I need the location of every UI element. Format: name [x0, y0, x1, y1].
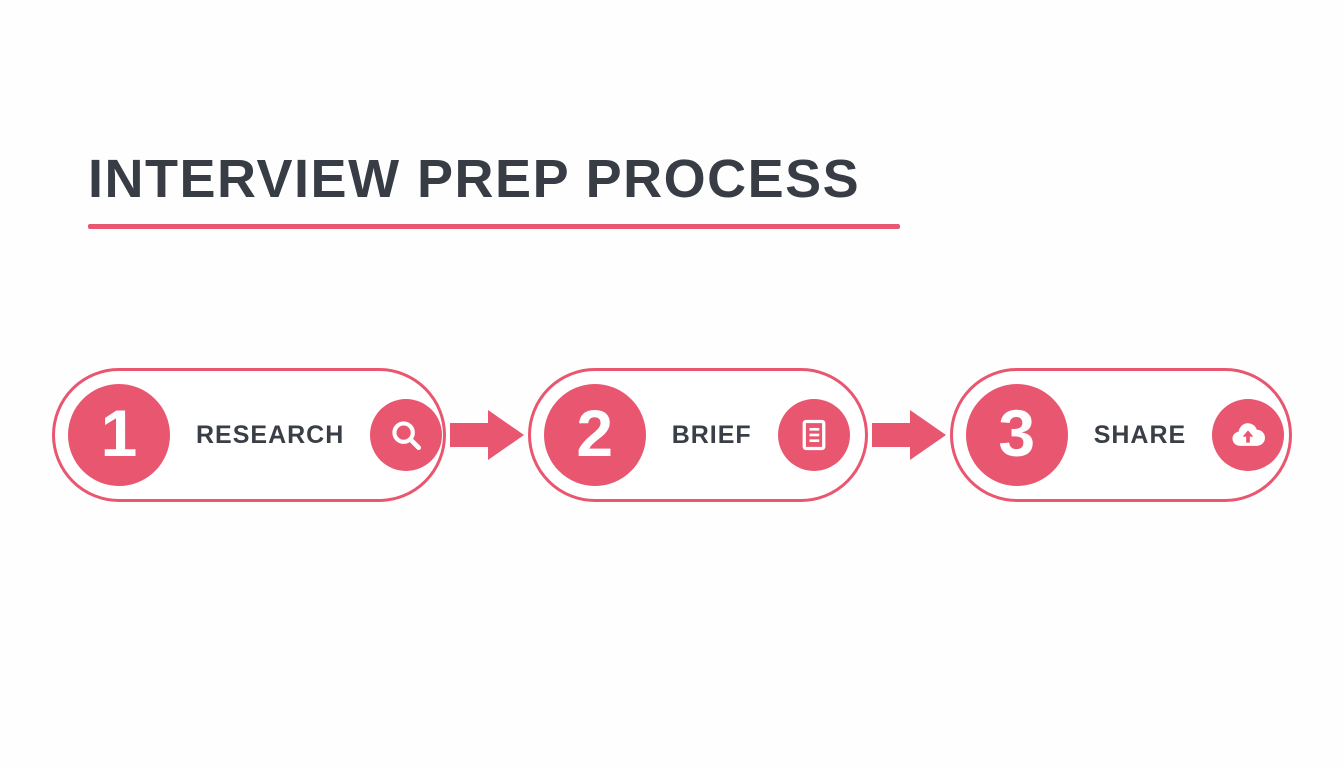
- step-label: SHARE: [1093, 420, 1187, 449]
- step-label: RESEARCH: [196, 420, 345, 449]
- step-icon-badge: [1212, 399, 1285, 471]
- step-number-badge: 3: [965, 384, 1068, 486]
- step-icon-badge: [777, 399, 850, 471]
- right-arrow-icon: [871, 406, 946, 464]
- step-number-badge: 1: [68, 384, 170, 486]
- step-number-badge: 2: [543, 384, 646, 486]
- header: INTERVIEW PREP PROCESS: [88, 148, 900, 229]
- cloud-upload-icon: [1228, 415, 1268, 455]
- step-pill-share: 3 SHARE: [949, 368, 1292, 502]
- step-number: 3: [998, 396, 1036, 470]
- step-pill-research: 1 RESEARCH: [52, 368, 446, 502]
- step-number: 1: [100, 396, 138, 470]
- step-icon-badge: [370, 399, 443, 471]
- step-number: 2: [576, 396, 614, 470]
- title-underline: [88, 224, 900, 229]
- right-arrow-icon: [449, 406, 524, 464]
- step-pill-brief: 2 BRIEF: [527, 368, 868, 502]
- document-icon: [796, 417, 832, 453]
- page-title: INTERVIEW PREP PROCESS: [88, 149, 861, 209]
- search-icon: [387, 416, 425, 454]
- step-label: BRIEF: [671, 420, 752, 449]
- process-steps-row: 1 RESEARCH 2 BR: [0, 368, 1344, 502]
